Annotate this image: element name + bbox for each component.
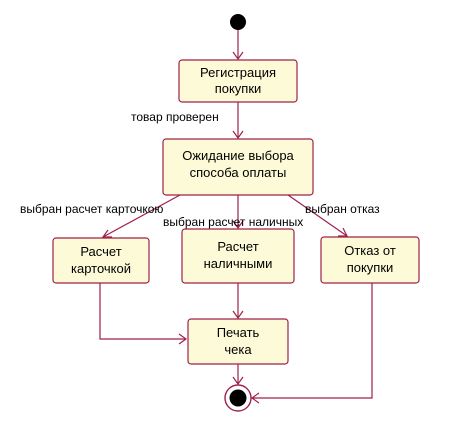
- svg-text:чека: чека: [224, 342, 252, 357]
- svg-text:Отказ от: Отказ от: [344, 243, 396, 258]
- edge-registration-to-waiting: [232, 102, 244, 140]
- initial-node: [230, 14, 246, 30]
- state-registration: Регистрация покупки: [178, 59, 298, 103]
- svg-text:Печать: Печать: [217, 325, 260, 340]
- svg-text:Ожидание выбора: Ожидание выбора: [182, 148, 294, 163]
- svg-text:покупки: покупки: [215, 81, 262, 96]
- svg-text:способа оплаты: способа оплаты: [190, 165, 287, 180]
- svg-text:Расчет: Расчет: [80, 244, 121, 259]
- label-refusal-chosen: выбран отказ: [305, 202, 380, 216]
- edge-initial-to-registration: [232, 30, 244, 61]
- edge-refusal-to-final: [250, 283, 373, 404]
- final-node: [224, 384, 252, 412]
- edge-cash-to-receipt: [232, 283, 244, 320]
- state-cash-payment: Расчет наличными: [181, 228, 295, 284]
- label-item-checked: товар проверен: [131, 110, 219, 124]
- state-waiting-payment: Ожидание выбора способа оплаты: [162, 138, 314, 196]
- edge-card-to-receipt: [99, 283, 188, 345]
- svg-text:Регистрация: Регистрация: [200, 65, 276, 80]
- state-receipt-print: Печать чека: [187, 318, 289, 365]
- svg-text:карточкой: карточкой: [71, 261, 131, 276]
- svg-text:наличными: наличными: [204, 256, 273, 271]
- edge-waiting-to-cash: [232, 195, 244, 230]
- state-card-payment: Расчет карточкой: [52, 237, 150, 284]
- label-cash-chosen: выбран расчет наличных: [163, 215, 303, 229]
- svg-text:Расчет: Расчет: [217, 239, 258, 254]
- edge-waiting-to-refusal: [287, 194, 348, 237]
- state-refusal: Отказ от покупки: [320, 236, 420, 284]
- svg-text:покупки: покупки: [347, 260, 394, 275]
- edge-waiting-to-card: [101, 194, 181, 238]
- label-card-chosen: выбран расчет карточкою: [20, 202, 163, 216]
- edge-receipt-to-final: [232, 364, 244, 386]
